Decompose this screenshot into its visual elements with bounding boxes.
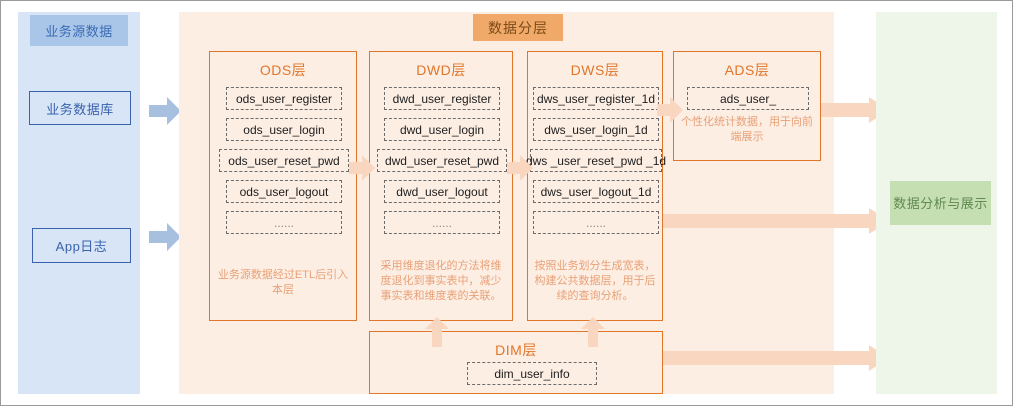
data-layering-title: 数据分层 <box>473 14 563 41</box>
arrow-dws-to-ads-icon <box>657 97 683 123</box>
layer-ods-title: ODS层 <box>259 62 307 78</box>
table-dwd-user-login[interactable]: dwd_user_login <box>384 118 500 141</box>
table-ods-user-register[interactable]: ods_user_register <box>226 87 342 110</box>
table-ods-user-logout[interactable]: ods_user_logout <box>226 180 342 203</box>
layer-dwd-title: DWD层 <box>416 62 466 78</box>
source-data-panel <box>18 12 140 394</box>
table-dws-user-login-1d[interactable]: dws_user_login_1d <box>533 118 659 141</box>
layer-dws[interactable]: DWS层 dws_user_register_1d dws_user_login… <box>526 51 666 321</box>
source-box-app-log[interactable]: App日志 <box>32 228 131 263</box>
layer-ods-description: 业务源数据经过ETL后引入本层 <box>217 269 349 296</box>
source-panel-header: 业务源数据 <box>30 15 128 46</box>
layer-dws-title: DWS层 <box>570 62 620 78</box>
blue-arrow-applog-to-ods-icon <box>149 223 181 251</box>
table-dws-user-register-1d[interactable]: dws_user_register_1d <box>533 87 659 110</box>
data-layering-panel <box>179 12 834 394</box>
table-ods-user-login[interactable]: ods_user_login <box>226 118 342 141</box>
layer-ads-description: 个性化统计数据，用于向前端展示 <box>681 116 813 143</box>
source-box-business-database[interactable]: 业务数据库 <box>29 91 131 125</box>
table-dws-user-reset-pwd-1d[interactable]: dws _user_reset_pwd _1d <box>526 149 666 172</box>
arrow-dim-to-dwd-icon <box>425 317 449 347</box>
layer-ods[interactable]: ODS层 ods_user_register ods_user_login od… <box>209 51 357 321</box>
table-dwd-ellipsis[interactable]: ...... <box>384 211 500 234</box>
arrow-dwd-to-dws-icon <box>507 155 533 181</box>
arrow-dim-to-dws-icon <box>581 317 605 347</box>
result-box-analysis-display[interactable]: 数据分析与展示 <box>890 181 991 225</box>
layer-dws-description: 按照业务划分生成宽表，构建公共数据层，用于后续的查询分析。 <box>534 260 656 302</box>
table-dws-ellipsis[interactable]: ...... <box>533 211 659 234</box>
layer-dwd[interactable]: DWD层 dwd_user_register dwd_user_login dw… <box>369 51 513 321</box>
table-ads-user[interactable]: ads_user_ <box>687 87 809 110</box>
layer-dim-title: DIM层 <box>495 342 537 358</box>
layer-ads-title: ADS层 <box>724 62 770 78</box>
arrow-dws-to-result-icon <box>663 208 889 234</box>
layer-ads[interactable]: ADS层 ads_user_ 个性化统计数据，用于向前端展示 <box>673 51 821 161</box>
table-ods-ellipsis[interactable]: ...... <box>226 211 342 234</box>
layer-dwd-description: 采用维度退化的方法将维度退化到事实表中，减少事实表和维度表的关联。 <box>380 260 502 302</box>
layer-dim[interactable]: DIM层 dim_user_info <box>369 331 663 394</box>
table-dim-user-info[interactable]: dim_user_info <box>467 362 597 385</box>
table-ods-user-reset-pwd[interactable]: ods_user_reset_pwd <box>219 149 349 172</box>
table-dws-user-logout-1d[interactable]: dws_user_logout_1d <box>533 180 659 203</box>
table-dwd-user-reset-pwd[interactable]: dwd_user_reset_pwd <box>377 149 507 172</box>
table-dwd-user-register[interactable]: dwd_user_register <box>384 87 500 110</box>
arrow-dim-to-result-icon <box>663 345 889 371</box>
arrow-ods-to-dwd-icon <box>349 155 375 181</box>
blue-arrow-database-to-ods-icon <box>149 97 181 125</box>
arrow-ads-to-result-icon <box>821 97 889 123</box>
table-dwd-user-logout[interactable]: dwd_user_logout <box>384 180 500 203</box>
